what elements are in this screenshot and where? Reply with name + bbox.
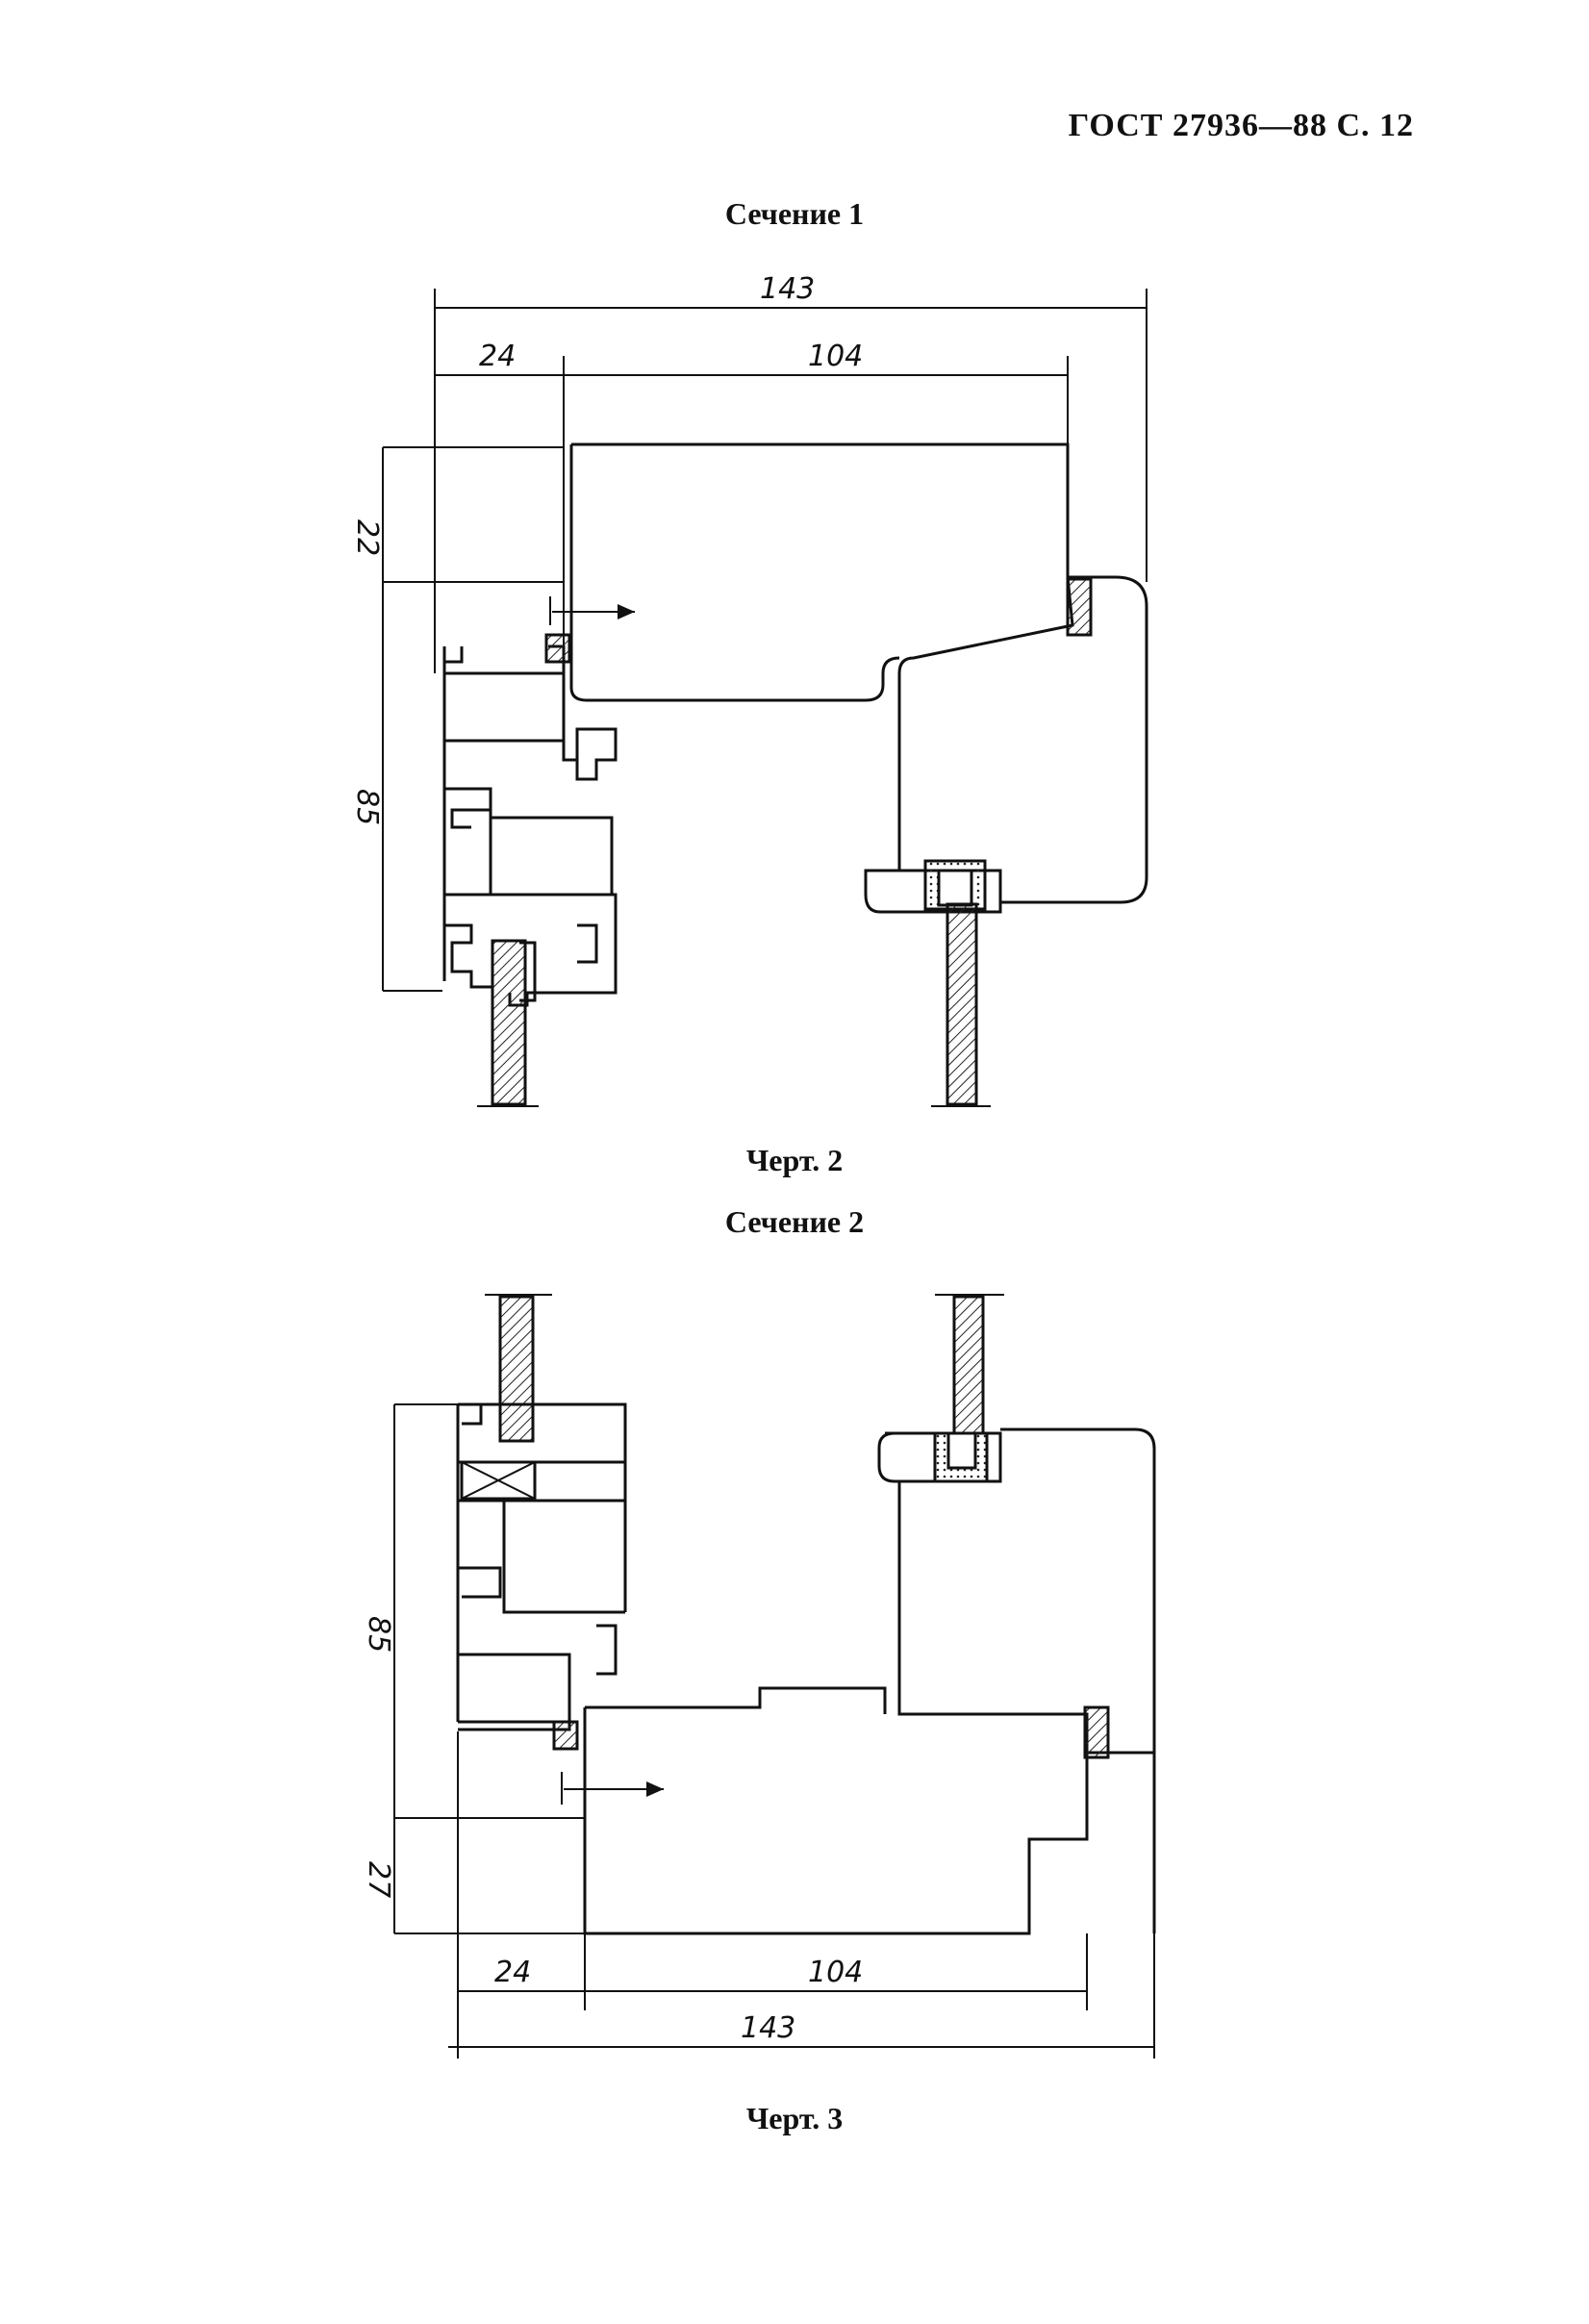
dim-bottom-2: 27 [362,1861,395,1898]
dim-left-2: 24 [494,1956,531,1989]
dim-right-1: 104 [808,340,863,373]
dim-right-2: 104 [808,1956,863,1989]
dim-top-1: 22 [350,519,384,556]
section-2-drawing: 85 27 24 104 143 [362,1294,1156,2059]
dim-overall-2: 143 [741,2011,795,2045]
document-header: ГОСТ 27936—88 С. 12 [1068,108,1414,143]
dim-left-1: 24 [479,340,516,373]
dim-height-2: 85 [362,1616,395,1653]
section-1-title: Сечение 1 [724,196,865,231]
section-1-drawing: 143 24 104 22 85 [350,272,1148,1107]
dim-overall-1: 143 [760,272,815,306]
dim-height-1: 85 [350,789,384,825]
section-2-title: Сечение 2 [724,1204,865,1239]
figure-1-caption: Черт. 2 [745,1143,844,1177]
figure-2-caption: Черт. 3 [745,2101,844,2135]
